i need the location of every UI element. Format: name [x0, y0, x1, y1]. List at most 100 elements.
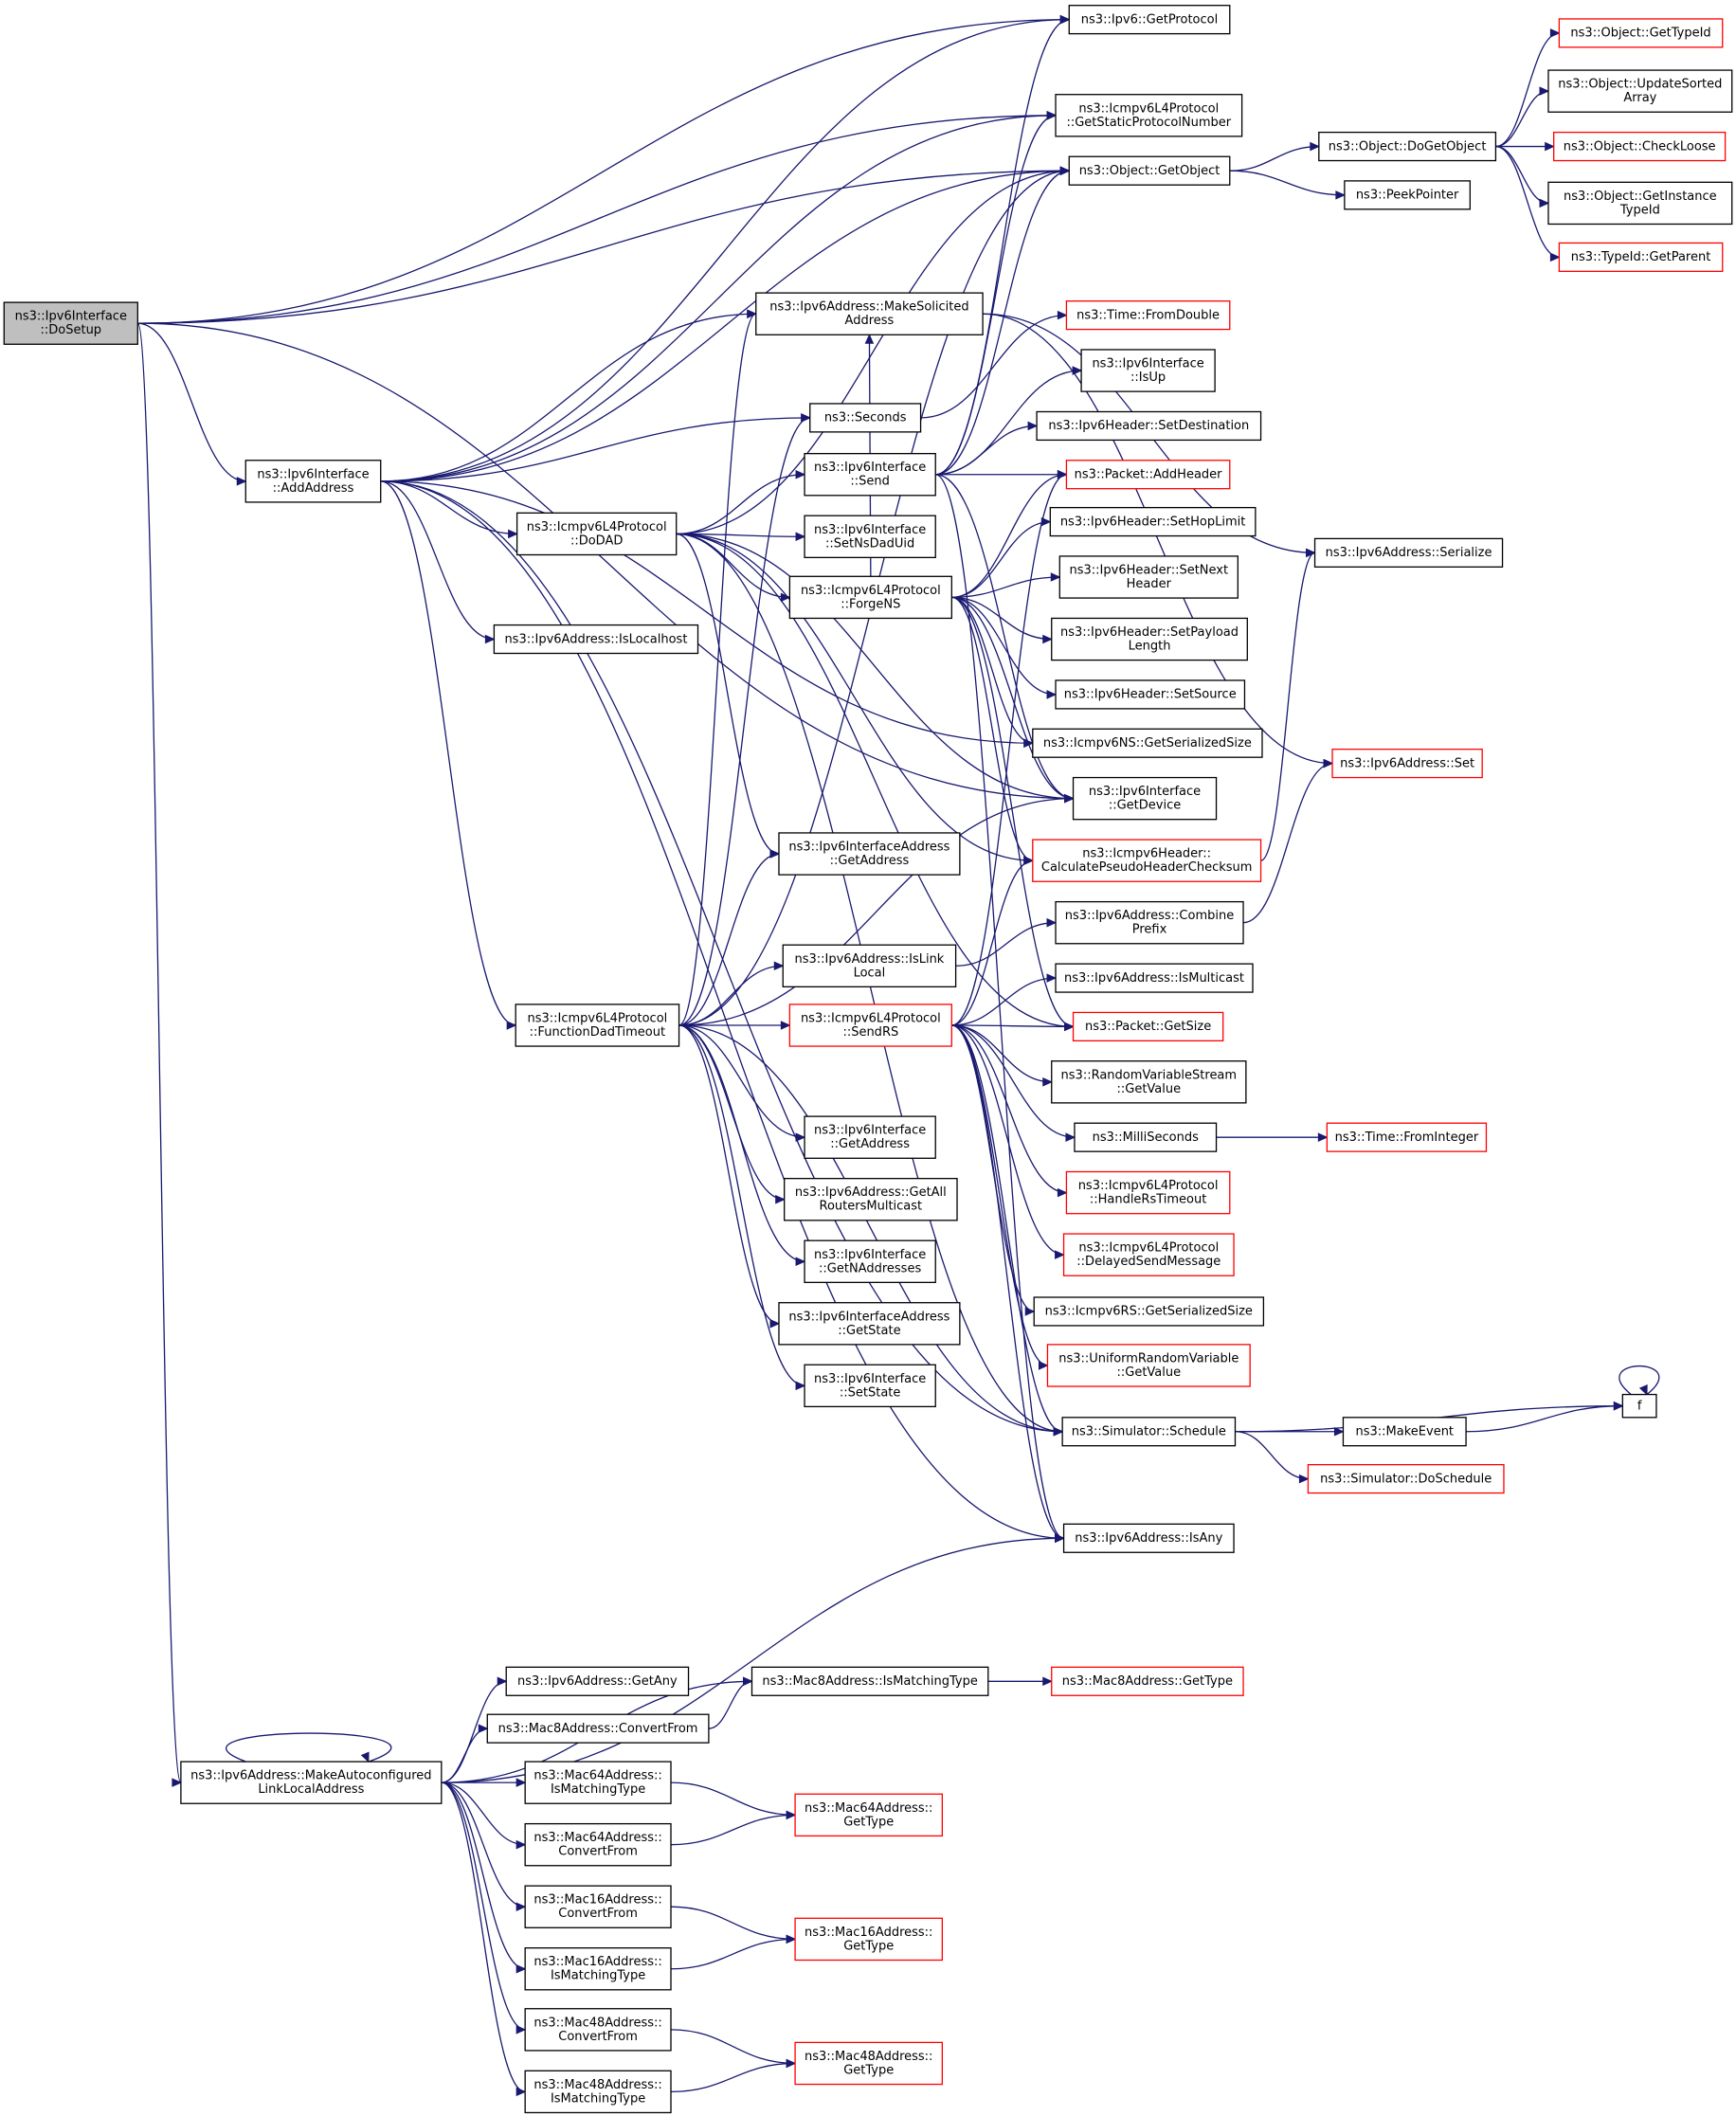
node-n2[interactable]: ns3::Icmpv6L4Protocol::GetStaticProtocol… — [1055, 94, 1243, 137]
node-box[interactable] — [782, 944, 957, 988]
node-box[interactable] — [1051, 1060, 1247, 1104]
node-box[interactable] — [1055, 900, 1244, 945]
node-n53[interactable]: ns3::MakeEvent — [1342, 1417, 1467, 1447]
node-box[interactable] — [1032, 728, 1263, 758]
node-box[interactable] — [1080, 349, 1216, 392]
node-n30[interactable]: ns3::Ipv6Interface::GetDevice — [1072, 776, 1218, 821]
node-box[interactable] — [1068, 155, 1231, 186]
node-box[interactable] — [755, 292, 984, 335]
node-n46[interactable]: ns3::Ipv6Interface::GetNAddresses — [804, 1239, 936, 1283]
node-n41[interactable]: ns3::Time::FromInteger — [1326, 1122, 1488, 1152]
node-n18[interactable]: ns3::Packet::AddHeader — [1065, 460, 1231, 490]
node-box[interactable] — [524, 2008, 672, 2052]
node-n67[interactable]: ns3::Mac48Address::ConvertFrom — [524, 2008, 672, 2052]
node-box[interactable] — [784, 1178, 958, 1221]
node-box[interactable] — [804, 1115, 936, 1159]
node-box[interactable] — [1062, 1233, 1235, 1276]
node-n1[interactable]: ns3::Ipv6::GetProtocol — [1068, 5, 1231, 35]
node-box[interactable] — [794, 2041, 944, 2086]
node-box[interactable] — [1058, 555, 1239, 599]
node-n37[interactable]: ns3::Icmpv6L4Protocol::SendRS — [788, 1004, 952, 1047]
node-n31[interactable]: ns3::Ipv6InterfaceAddress::GetAddress — [778, 832, 961, 876]
node-n63[interactable]: ns3::Mac64Address::ConvertFrom — [524, 1822, 672, 1867]
node-box[interactable] — [1051, 617, 1248, 661]
node-box[interactable] — [1621, 1393, 1657, 1419]
node-box[interactable] — [794, 1917, 944, 1962]
node-n4[interactable]: ns3::Object::DoGetObject — [1318, 131, 1497, 162]
node-n45[interactable]: ns3::Icmpv6L4Protocol::DelayedSendMessag… — [1062, 1233, 1235, 1276]
node-n22[interactable]: ns3::Ipv6Address::Serialize — [1313, 537, 1504, 568]
node-box[interactable] — [750, 1666, 989, 1696]
node-box[interactable] — [778, 832, 961, 876]
node-n19[interactable]: ns3::Icmpv6L4Protocol::DoDAD — [515, 512, 678, 556]
node-n5[interactable]: ns3::Object::GetTypeId — [1558, 18, 1724, 48]
node-box[interactable] — [515, 1004, 680, 1047]
node-box[interactable] — [1313, 537, 1504, 568]
node-box[interactable] — [524, 1822, 672, 1867]
node-box[interactable] — [788, 575, 952, 620]
node-box[interactable] — [1061, 1417, 1237, 1447]
node-n40[interactable]: ns3::MilliSeconds — [1074, 1122, 1218, 1152]
node-box[interactable] — [524, 1885, 672, 1928]
node-n3[interactable]: ns3::Object::GetObject — [1068, 155, 1231, 186]
node-box[interactable] — [1068, 5, 1231, 35]
node-box[interactable] — [1055, 963, 1254, 993]
node-box[interactable] — [794, 1793, 944, 1837]
node-box[interactable] — [778, 1302, 961, 1346]
node-box[interactable] — [1062, 1523, 1235, 1553]
node-box[interactable] — [524, 2070, 672, 2114]
node-box[interactable] — [804, 1239, 936, 1283]
node-n59[interactable]: ns3::Mac8Address::ConvertFrom — [486, 1713, 710, 1744]
node-box[interactable] — [1055, 679, 1246, 710]
node-box[interactable] — [1307, 1464, 1505, 1494]
node-n49[interactable]: ns3::UniformRandomVariable::GetValue — [1046, 1344, 1251, 1387]
node-n47[interactable]: ns3::Icmpv6RS::GetSerializedSize — [1033, 1296, 1265, 1327]
node-n9[interactable]: ns3::TypeId::GetParent — [1558, 242, 1724, 272]
node-box[interactable] — [515, 512, 678, 556]
node-n7[interactable]: ns3::Object::CheckLoose — [1553, 131, 1727, 162]
node-n48[interactable]: ns3::Ipv6InterfaceAddress::GetState — [778, 1302, 961, 1346]
node-n51[interactable]: f — [1621, 1393, 1657, 1419]
node-n43[interactable]: ns3::Icmpv6L4Protocol::HandleRsTimeout — [1065, 1170, 1231, 1215]
node-n65[interactable]: ns3::Mac16Address::GetType — [794, 1917, 944, 1962]
node-box[interactable] — [1326, 1122, 1488, 1152]
node-n39[interactable]: ns3::RandomVariableStream::GetValue — [1051, 1060, 1247, 1104]
node-n17[interactable]: ns3::Ipv6Interface::Send — [804, 453, 936, 497]
node-n50[interactable]: ns3::Ipv6Interface::SetState — [804, 1364, 936, 1408]
node-n38[interactable]: ns3::Packet::GetSize — [1072, 1011, 1224, 1041]
node-n69[interactable]: ns3::Mac48Address::IsMatchingType — [524, 2070, 672, 2114]
node-n36[interactable]: ns3::Icmpv6L4Protocol::FunctionDadTimeou… — [515, 1004, 680, 1047]
node-n60[interactable]: ns3::Ipv6Address::MakeAutoconfiguredLink… — [180, 1761, 443, 1804]
node-box[interactable] — [524, 1947, 672, 1991]
node-box[interactable] — [1547, 181, 1733, 226]
node-n28[interactable]: ns3::Icmpv6NS::GetSerializedSize — [1032, 728, 1263, 758]
node-n25[interactable]: ns3::Ipv6Address::IsLocalhost — [493, 624, 699, 655]
node-box[interactable] — [1318, 131, 1497, 162]
node-n32[interactable]: ns3::Icmpv6Header::CalculatePseudoHeader… — [1032, 839, 1262, 882]
node-box[interactable] — [1342, 1417, 1467, 1447]
node-box[interactable] — [1065, 300, 1231, 331]
node-box[interactable] — [1558, 242, 1724, 272]
node-box[interactable] — [1055, 94, 1243, 137]
node-n68[interactable]: ns3::Mac48Address::GetType — [794, 2041, 944, 2086]
node-n0[interactable]: ns3::Ipv6Interface::DoSetup — [3, 301, 138, 345]
node-n66[interactable]: ns3::Mac16Address::IsMatchingType — [524, 1947, 672, 1991]
node-box[interactable] — [1558, 18, 1724, 48]
node-box[interactable] — [524, 1761, 672, 1804]
node-n13[interactable]: ns3::Ipv6Interface::IsUp — [1080, 349, 1216, 392]
node-n20[interactable]: ns3::Ipv6Interface::SetNsDadUid — [804, 515, 936, 558]
node-box[interactable] — [1049, 506, 1257, 537]
node-n10[interactable]: ns3::PeekPointer — [1344, 180, 1472, 210]
node-n52[interactable]: ns3::Simulator::Schedule — [1061, 1417, 1237, 1447]
node-box[interactable] — [1072, 1011, 1224, 1041]
node-n21[interactable]: ns3::Ipv6Header::SetHopLimit — [1049, 506, 1257, 537]
node-n42[interactable]: ns3::Ipv6Interface::GetAddress — [804, 1115, 936, 1159]
node-box[interactable] — [809, 403, 922, 433]
node-box[interactable] — [3, 301, 138, 345]
node-n27[interactable]: ns3::Ipv6Header::SetSource — [1055, 679, 1246, 710]
